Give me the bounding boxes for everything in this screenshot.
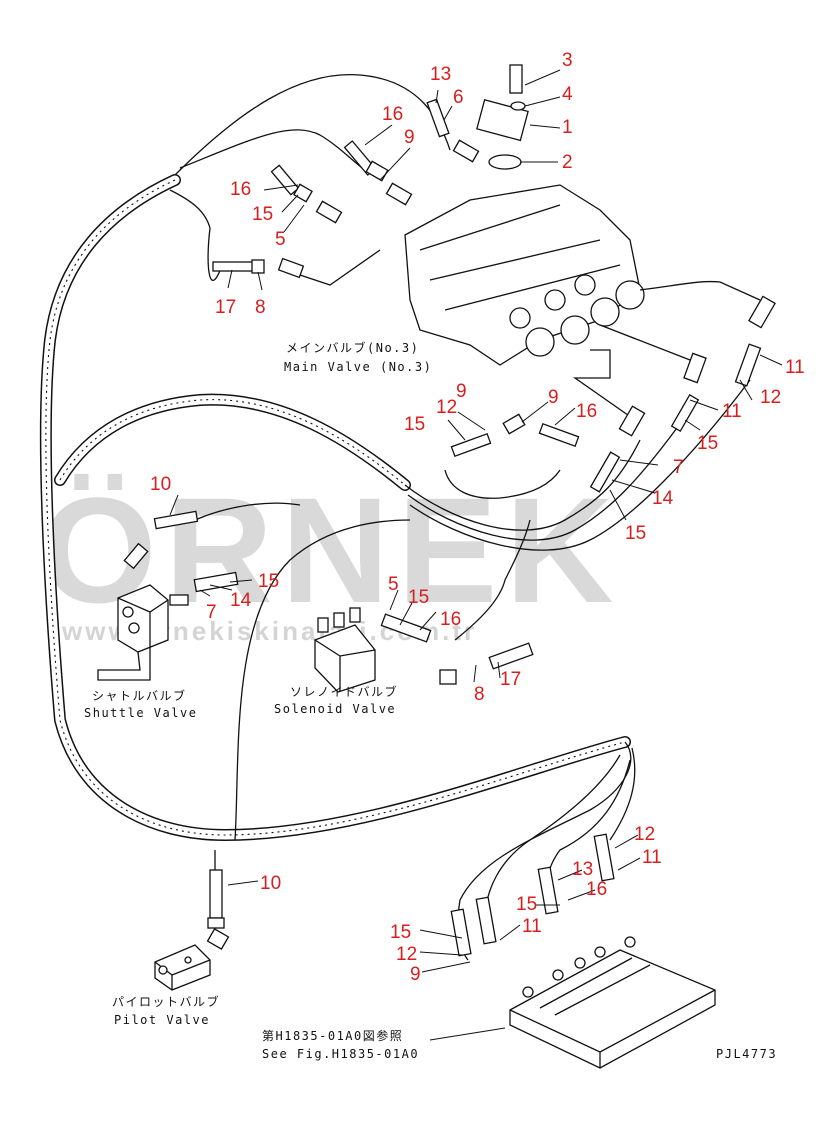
leader-lines: [169, 69, 783, 1041]
solenoid-valve-label-en: Solenoid Valve: [274, 702, 396, 716]
callout-15-shuttle: 15: [258, 571, 279, 592]
callout-13-base: 13: [572, 859, 593, 880]
callout-15-solenoid: 15: [408, 587, 429, 608]
callout-10-upper: 10: [150, 474, 171, 495]
callout-9-left: 9: [456, 381, 467, 402]
callout-15-base-left: 15: [390, 922, 411, 943]
solenoid-valve: [314, 607, 534, 693]
callout-9-mid: 9: [548, 387, 559, 408]
callout-14-shuttle: 14: [230, 590, 252, 611]
callout-15-right: 15: [697, 433, 718, 454]
shuttle-valve: [97, 510, 239, 681]
callout-11-base: 11: [642, 847, 662, 868]
callout-14-right: 14: [652, 488, 674, 509]
callout-8-solenoid: 8: [474, 684, 485, 705]
callout-12-mid: 12: [436, 397, 457, 418]
see-fig-label-jp: 第H1835-01A0図参照: [262, 1028, 403, 1043]
callout-4: 4: [562, 84, 573, 105]
callout-2: 2: [562, 152, 573, 173]
callout-13: 13: [430, 64, 451, 85]
callout-16-upper: 16: [382, 104, 403, 125]
drawing-code: PJL4773: [716, 1047, 777, 1061]
callout-11-base-lower: 11: [522, 916, 542, 937]
callout-10-pilot: 10: [260, 873, 281, 894]
callout-15-mid: 15: [404, 414, 425, 435]
callout-7-shuttle: 7: [206, 602, 217, 623]
callout-9-upper: 9: [404, 127, 415, 148]
see-fig-label-en: See Fig.H1835-01A0: [262, 1047, 419, 1061]
callout-17-solenoid: 17: [500, 669, 521, 690]
shuttle-valve-label-en: Shuttle Valve: [84, 706, 197, 720]
callout-1: 1: [562, 117, 573, 138]
callout-12-right: 12: [760, 387, 781, 408]
callout-16-left: 16: [230, 179, 251, 200]
callout-11-mid: 11: [722, 401, 742, 422]
fittings-top: [212, 98, 776, 493]
pilot-valve: [154, 869, 230, 991]
callout-15-left: 15: [252, 204, 273, 225]
callout-9-base-left: 9: [410, 964, 421, 985]
shuttle-valve-label-jp: シャトルバルブ: [92, 688, 187, 703]
callout-8-upper: 8: [255, 297, 266, 318]
callout-15-lower: 15: [625, 523, 646, 544]
callout-7-right: 7: [673, 457, 684, 478]
callout-5-solenoid: 5: [388, 574, 399, 595]
pilot-valve-label-jp: パイロットバルブ: [112, 994, 220, 1009]
main-valve-label-jp: メインバルブ(No.3): [286, 340, 419, 355]
control-base: [450, 833, 716, 1069]
callout-16-solenoid: 16: [440, 609, 461, 630]
callout-15-base: 15: [516, 894, 537, 915]
callout-3: 3: [562, 50, 573, 71]
callout-16-base: 16: [586, 879, 607, 900]
callout-numbers: 3 4 1 2 13 6 16 9 16 15 5 17 8 11 12 11 …: [150, 50, 805, 985]
callout-5-upper: 5: [275, 229, 286, 250]
main-valve: [299, 64, 761, 421]
solenoid-valve-label-jp: ソレノイドバルブ: [290, 684, 398, 699]
captions: メインバルブ(No.3) Main Valve (No.3) シャトルバルブ S…: [84, 340, 777, 1061]
callout-16-mid: 16: [576, 401, 597, 422]
main-valve-label-en: Main Valve (No.3): [284, 360, 432, 374]
pilot-valve-label-en: Pilot Valve: [114, 1013, 210, 1027]
callout-12-base-left: 12: [396, 944, 417, 965]
callout-6: 6: [453, 87, 464, 108]
callout-11-right: 11: [785, 357, 805, 378]
callout-12-base: 12: [634, 824, 655, 845]
callout-17-upper: 17: [215, 297, 236, 318]
